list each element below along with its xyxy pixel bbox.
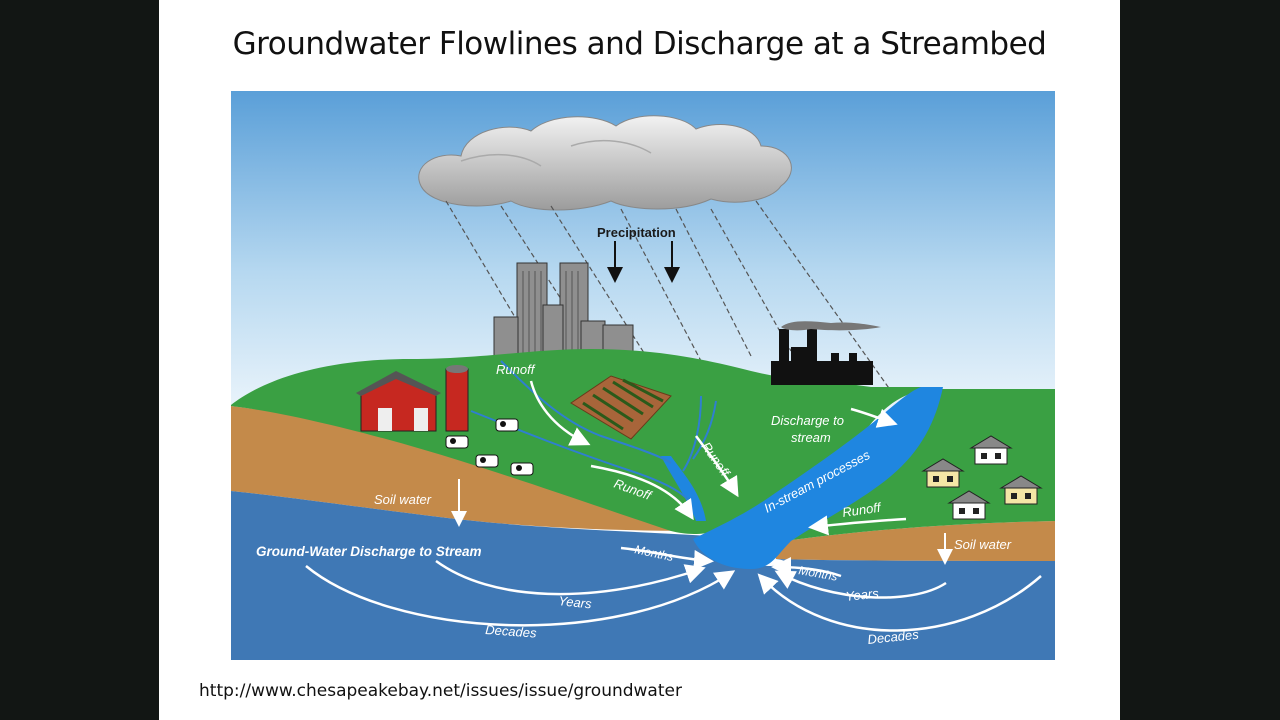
discharge-label-1: Discharge to	[771, 413, 844, 428]
source-url[interactable]: http://www.chesapeakebay.net/issues/issu…	[199, 681, 682, 701]
years-label-left: Years	[558, 593, 593, 611]
soil-layer-right	[771, 521, 1055, 561]
rain-cloud	[418, 115, 792, 211]
months-label-right: Months	[797, 563, 838, 584]
factory	[771, 321, 881, 385]
cropland	[570, 375, 672, 440]
years-label-right: Years	[845, 586, 880, 604]
barn	[356, 365, 469, 432]
groundwater-diagram: Precipitation	[231, 91, 1055, 660]
decades-label-left: Decades	[485, 622, 538, 641]
runoff-arrows	[529, 380, 907, 536]
city-skyline	[493, 262, 634, 358]
precipitation-label: Precipitation	[597, 225, 676, 240]
slide-title: Groundwater Flowlines and Discharge at a…	[232, 26, 1047, 62]
runoff-label-hill: Runoff	[496, 362, 536, 377]
houses	[921, 435, 1043, 520]
gw-discharge-label: Ground-Water Discharge to Stream	[256, 544, 482, 559]
runoff-label-right: Runoff	[841, 500, 882, 520]
soil-water-label-right: Soil water	[954, 537, 1012, 552]
soil-water-label-left: Soil water	[374, 492, 432, 507]
discharge-label-2: stream	[791, 430, 831, 445]
stream-tributary	[661, 456, 706, 521]
slide: Groundwater Flowlines and Discharge at a…	[159, 0, 1120, 720]
cows	[445, 418, 534, 476]
decades-label-right: Decades	[867, 627, 920, 647]
groundwater-flowlines	[305, 546, 1042, 632]
stream	[693, 387, 943, 569]
